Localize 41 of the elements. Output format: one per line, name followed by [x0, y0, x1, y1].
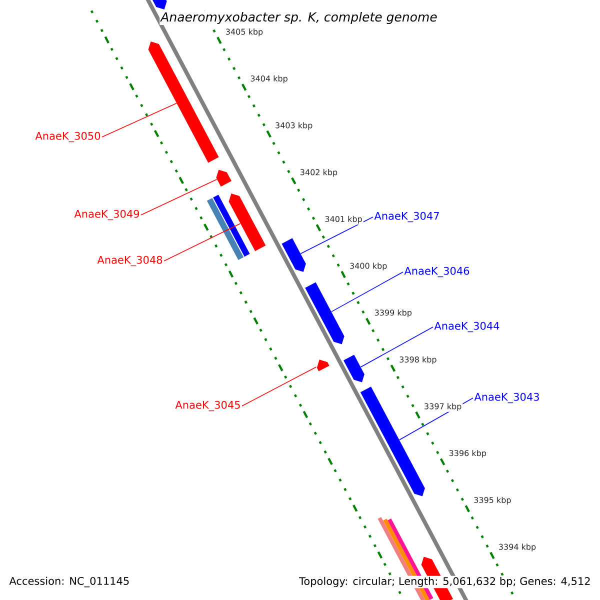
gene-feature [316, 360, 330, 372]
gene-label: AnaeK_3043 [474, 392, 539, 404]
gene-label: AnaeK_3044 [434, 322, 500, 332]
gene-feature [213, 194, 250, 257]
gene-feature [344, 354, 364, 382]
gene-feature [148, 42, 219, 163]
tick-label: 3403 kbp [274, 121, 314, 131]
gene-feature [152, 0, 167, 10]
tick-label: 3402 kbp [298, 168, 339, 178]
gene-feature [282, 238, 306, 272]
title: Anaeromyxobacter sp. K, complete genome [160, 10, 438, 26]
tick-label: 3398 kbp [398, 355, 438, 366]
leader-line [360, 326, 434, 368]
tick-label: 3401 kbp [324, 214, 364, 225]
gene-feature [206, 198, 244, 260]
genome-info-text: Topology: circular; Length: 5,061,632 bp; Genes: 4,512 [298, 576, 592, 588]
gene-feature [360, 386, 425, 496]
gene-label: AnaeK_3049 [74, 210, 140, 220]
gene-label: AnaeK_3046 [404, 266, 470, 278]
leader-line [331, 272, 404, 312]
gene-label: AnaeK_3045 [175, 400, 240, 412]
leader-line [300, 216, 374, 254]
gene-label: AnaeK_3047 [374, 212, 439, 222]
gene-feature [216, 170, 232, 187]
gene-feature [228, 194, 266, 252]
gene-feature [305, 282, 344, 344]
leader-line [242, 366, 317, 406]
tick-label: 3400 kbp [348, 262, 388, 272]
gene-label: AnaeK_3048 [97, 256, 162, 266]
tick-label: 3395 kbp [472, 496, 512, 506]
tick-label: 3397 kbp [423, 402, 463, 412]
leader-line [102, 102, 177, 138]
tick-label: 3399 kbp [373, 308, 413, 318]
tick-label: 3396 kbp [448, 448, 488, 459]
tick-label: 3405 kbp [224, 28, 264, 38]
leader-line [140, 178, 218, 216]
gene-label: AnaeK_3050 [35, 132, 100, 142]
tick-label: 3404 kbp [249, 74, 289, 84]
tick-label: 3394 kbp [497, 542, 538, 552]
accession-text: Accession: NC_011145 [8, 576, 131, 588]
leader-line [164, 223, 241, 262]
